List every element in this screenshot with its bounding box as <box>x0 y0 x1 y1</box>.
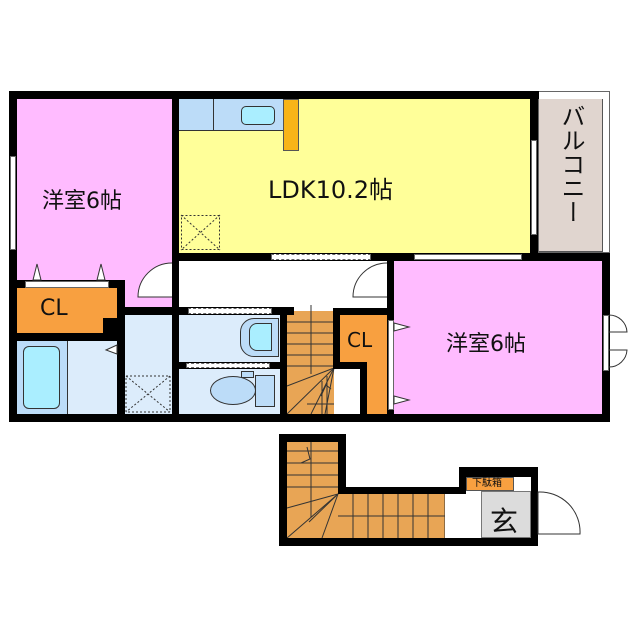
closet-left-notch <box>103 318 117 333</box>
sliding-door-washroom <box>188 308 272 314</box>
wall-stair-left <box>280 307 287 414</box>
wall-genkan-step <box>459 467 466 494</box>
wall-cl-inner <box>333 362 367 369</box>
door-balcony-right[interactable] <box>608 312 633 376</box>
storage-hatch-icon <box>180 214 221 251</box>
door-bedroom-right[interactable] <box>350 262 388 306</box>
wall-cl-inner-v <box>360 362 367 414</box>
wall-ldk-left <box>172 91 179 315</box>
ldk-label: LDK10.2帖 <box>268 176 394 204</box>
bedroom-right-label: 洋室6帖 <box>446 332 526 357</box>
wall-cl-left <box>333 308 340 369</box>
wall-lower-inner <box>338 434 346 494</box>
shoe-cabinet <box>466 477 514 491</box>
sliding-door-ldk <box>271 254 371 260</box>
balcony-label: バルコニー <box>557 104 585 224</box>
hallway <box>179 261 388 308</box>
refrigerator-icon <box>283 99 299 151</box>
washbasin-bowl-icon <box>249 323 272 351</box>
closet-mid-triangles <box>393 322 411 405</box>
closet-door-mid <box>388 320 394 410</box>
wall-cl-top <box>333 308 394 315</box>
toilet-lid-icon <box>241 371 254 378</box>
window-ldk-balcony <box>531 140 537 235</box>
window-bedroom-left <box>10 156 16 250</box>
closet-door-left <box>25 281 109 288</box>
shoe-cabinet-label: 下駄箱 <box>472 478 502 489</box>
toilet-bowl-icon <box>210 376 256 405</box>
bathroom-door-triangle <box>104 344 118 355</box>
wall-top <box>9 91 539 99</box>
bedroom-left <box>17 99 172 288</box>
bathtub-basin-icon <box>23 346 60 409</box>
wall-lower-bottom <box>279 538 538 546</box>
wall-bottom <box>9 414 610 422</box>
wall-closet-right <box>117 280 125 414</box>
door-entrance[interactable] <box>537 490 583 538</box>
kitchen-sink-icon <box>241 106 275 125</box>
wall-lower-left <box>279 434 287 546</box>
balcony <box>538 99 603 252</box>
entrance-label: 玄 <box>490 505 519 538</box>
bedroom-left-label: 洋室6帖 <box>42 189 122 214</box>
kitchen-counter-divider <box>213 99 214 131</box>
wall-genkan-top <box>459 467 538 477</box>
washing-machine-space-icon <box>125 375 171 413</box>
entrance-genkan <box>481 491 531 538</box>
closet-door-triangles <box>32 263 106 281</box>
wall-wash-mid <box>172 307 179 414</box>
wall-genkan-right <box>531 467 538 546</box>
sliding-door-toilet <box>186 363 270 368</box>
wall-closet-bottom <box>17 333 125 341</box>
window-ldk-bottom <box>414 254 522 260</box>
door-bedroom-left[interactable] <box>136 262 173 306</box>
wall-lower-top <box>279 434 346 442</box>
wall-lower-mid <box>338 487 466 494</box>
balcony-outline <box>538 91 610 253</box>
closet-left <box>17 288 117 333</box>
entrance-hall <box>445 494 481 538</box>
staircase-lower <box>287 442 338 538</box>
closet-mid-lower <box>367 360 387 414</box>
closet-left-label: CL <box>40 296 68 321</box>
window-bedroom-right <box>603 315 609 371</box>
toilet-tank-icon <box>255 375 275 407</box>
wall-left <box>9 91 17 422</box>
stair-lines <box>286 305 335 415</box>
washroom <box>125 315 172 414</box>
bedroom-right <box>394 261 602 414</box>
closet-mid-label: CL <box>347 328 373 352</box>
stair-lines-lower <box>286 442 446 539</box>
